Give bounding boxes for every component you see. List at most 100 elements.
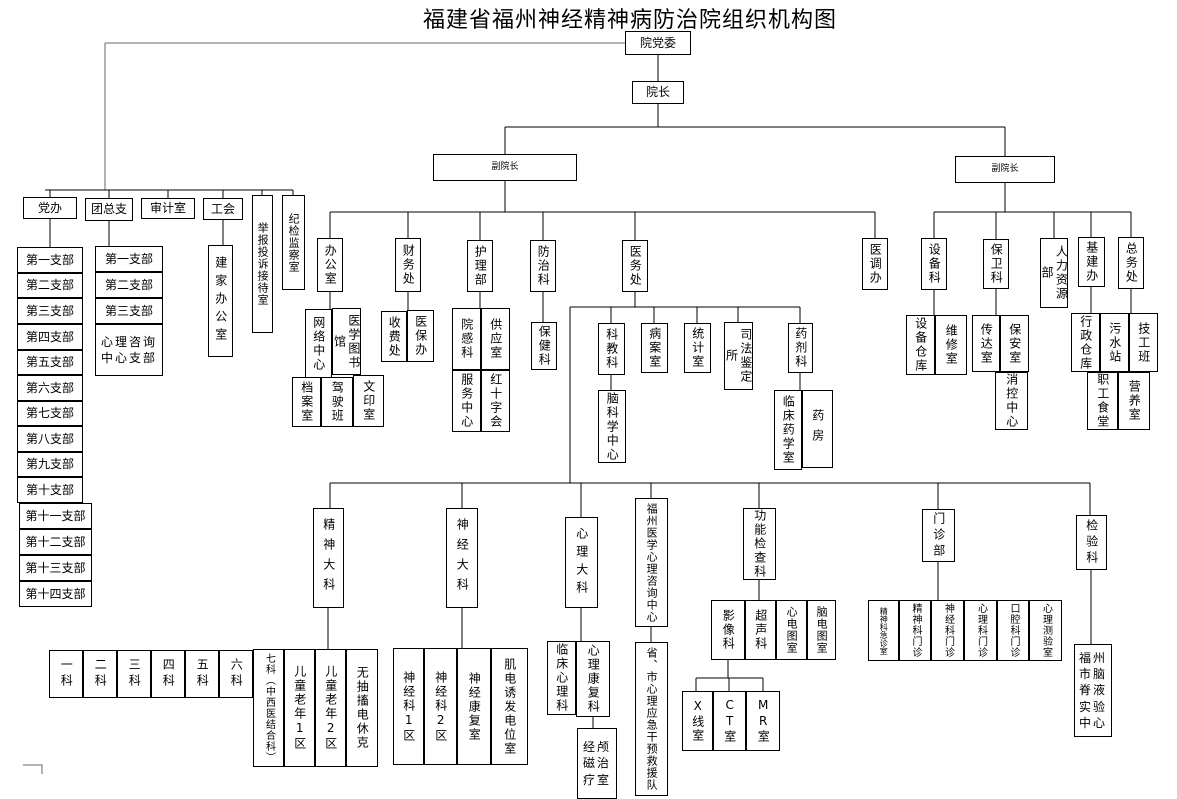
node-league-branch-2: 第二支部 [95,272,163,298]
node-president: 院长 [632,81,684,104]
node-party-branch-3: 第三支部 [17,298,83,324]
node-general-services: 总务处 [1118,237,1144,289]
node-medical-insurance-office: 医保办 [407,310,434,362]
node-psych-ward-2: 二科 [83,650,117,698]
node-party-office: 党办 [23,197,77,219]
node-general-office: 办公室 [317,238,343,292]
node-party-branch-13: 第十三支部 [19,555,92,581]
node-party-branch-4: 第四支部 [17,324,83,350]
node-xray-room: X线室 [682,691,713,751]
node-outpatient-dept: 门诊部 [922,509,955,562]
node-psych-emergency-room: 精神科急诊室 [868,600,899,661]
node-admin-warehouse: 行政仓库 [1071,313,1100,372]
node-medical-records: 病案室 [641,323,668,373]
node-psych-ward-5: 五科 [185,650,219,698]
node-psych-rehab-dept: 心理康复科 [576,641,610,717]
node-psych-ward-7-tcm: 七科（中西医结合科） [253,649,284,767]
node-medical-affairs: 医务处 [622,240,648,292]
node-psychology-division: 心理大科 [565,517,598,608]
node-party-branch-5: 第五支部 [17,350,83,375]
node-dental-clinic: 口腔科门诊 [997,600,1029,661]
node-neuro-clinic: 神经科门诊 [931,600,964,661]
node-party-committee: 院党委 [625,31,691,55]
node-family-building-office: 建家办公室 [208,245,233,357]
node-service-center: 服务中心 [452,370,481,432]
node-psych-ward-6: 六科 [219,650,253,698]
node-party-branch-9: 第九支部 [17,452,83,477]
node-sewage-station: 污水站 [1100,313,1129,372]
node-party-branch-7: 第七支部 [17,401,83,426]
node-staff-canteen: 职工食堂 [1087,372,1118,430]
node-prevention-dept: 防治科 [530,240,556,292]
node-complaint-reception: 举报投诉接待室 [252,195,273,333]
node-psychology-clinic: 心理科门诊 [964,600,997,661]
node-vice-president-left: 副院长 [433,154,577,181]
node-psych-ward-4: 四科 [151,650,185,698]
node-nutrition-room: 营养室 [1118,372,1150,430]
node-child-elderly-ward-2: 儿童老年2区 [315,649,346,767]
node-league-branch-3: 第三支部 [95,298,163,324]
node-statistics-room: 统计室 [684,323,711,373]
node-driver-team: 驾驶班 [321,377,353,427]
node-brain-science-center: 脑科学中心 [598,390,626,463]
node-party-branch-8: 第八支部 [17,426,83,452]
node-laboratory-dept: 检验科 [1076,515,1107,570]
node-reception-room: 传达室 [972,315,1000,372]
node-audit-office: 审计室 [141,198,195,219]
node-party-branch-6: 第六支部 [17,375,83,401]
node-fee-collection: 收费处 [381,311,407,362]
node-medical-library: 医学图书馆 [332,308,361,375]
node-psych-clinic: 精神科门诊 [899,600,931,661]
node-ecg-room: 心电图室 [776,600,807,660]
node-party-branch-2: 第二支部 [17,273,83,298]
node-psych-ward-3: 三科 [117,650,151,698]
node-mr-room: MR室 [746,691,780,751]
node-party-branch-12: 第十二支部 [19,529,92,555]
node-neuro-ward-2: 神经科2区 [424,648,457,765]
node-education-dept: 科教科 [598,323,625,375]
node-equipment-dept: 设备科 [921,238,947,290]
node-neurology-division: 神经大科 [446,508,478,608]
node-psych-testing-room: 心理测验室 [1029,600,1062,661]
node-functional-exam-dept: 功能检查科 [743,508,776,580]
node-labor-union: 工会 [203,198,243,220]
node-security-dept: 保卫科 [983,239,1009,289]
node-party-branch-14: 第十四支部 [19,581,92,607]
node-infrastructure-office: 基建办 [1078,237,1105,287]
node-technician-team: 技工班 [1129,313,1158,372]
node-youth-league: 团总支 [85,198,133,221]
node-archives-room: 档案室 [292,377,321,427]
node-dispensary: 药房 [802,390,833,468]
node-eeg-room: 脑电图室 [807,600,836,660]
node-supply-room: 供应室 [481,308,510,370]
node-health-care-dept: 保健科 [531,322,557,370]
node-discipline-inspection: 纪检监察室 [282,195,305,290]
node-dispute-mediation-office: 医调办 [862,238,888,290]
node-pharmacy-dept: 药剂科 [788,323,813,373]
node-party-branch-10: 第十支部 [17,477,83,503]
node-psych-counseling-center: 福州医学心理咨询中心 [635,498,668,627]
node-guard-room: 保安室 [1000,315,1029,372]
node-child-elderly-ward-1: 儿童老年1区 [284,649,315,767]
node-finance-office: 财务处 [395,238,421,292]
node-psych-ward-1: 一科 [49,650,83,698]
node-party-branch-11: 第十一支部 [19,503,92,529]
node-psychiatry-division: 精神大科 [313,508,344,608]
node-emg-evoked-potential-room: 肌电诱发电位室 [491,648,528,765]
node-ultrasound-dept: 超声科 [745,600,776,660]
node-clinical-pharmacy: 临床药学室 [774,390,802,470]
node-neuro-rehab-room: 神经康复室 [457,648,491,765]
node-network-center: 网络中心 [305,309,332,378]
node-neuro-ward-1: 神经科1区 [393,648,424,765]
node-csf-lab-center: 福州市脑脊液实验中心 [1074,644,1112,737]
node-clinical-psychology: 临床心理科 [547,641,576,715]
node-crisis-rescue-team: 省、市心理应急干预救援队 [635,642,668,796]
node-red-cross: 红十字会 [481,370,510,432]
node-infection-control: 院感科 [452,308,481,370]
node-party-branch-1: 第一支部 [17,247,83,273]
node-printing-room: 文印室 [353,375,384,427]
node-vice-president-right: 副院长 [955,156,1055,183]
node-imaging-dept: 影像科 [711,600,745,660]
